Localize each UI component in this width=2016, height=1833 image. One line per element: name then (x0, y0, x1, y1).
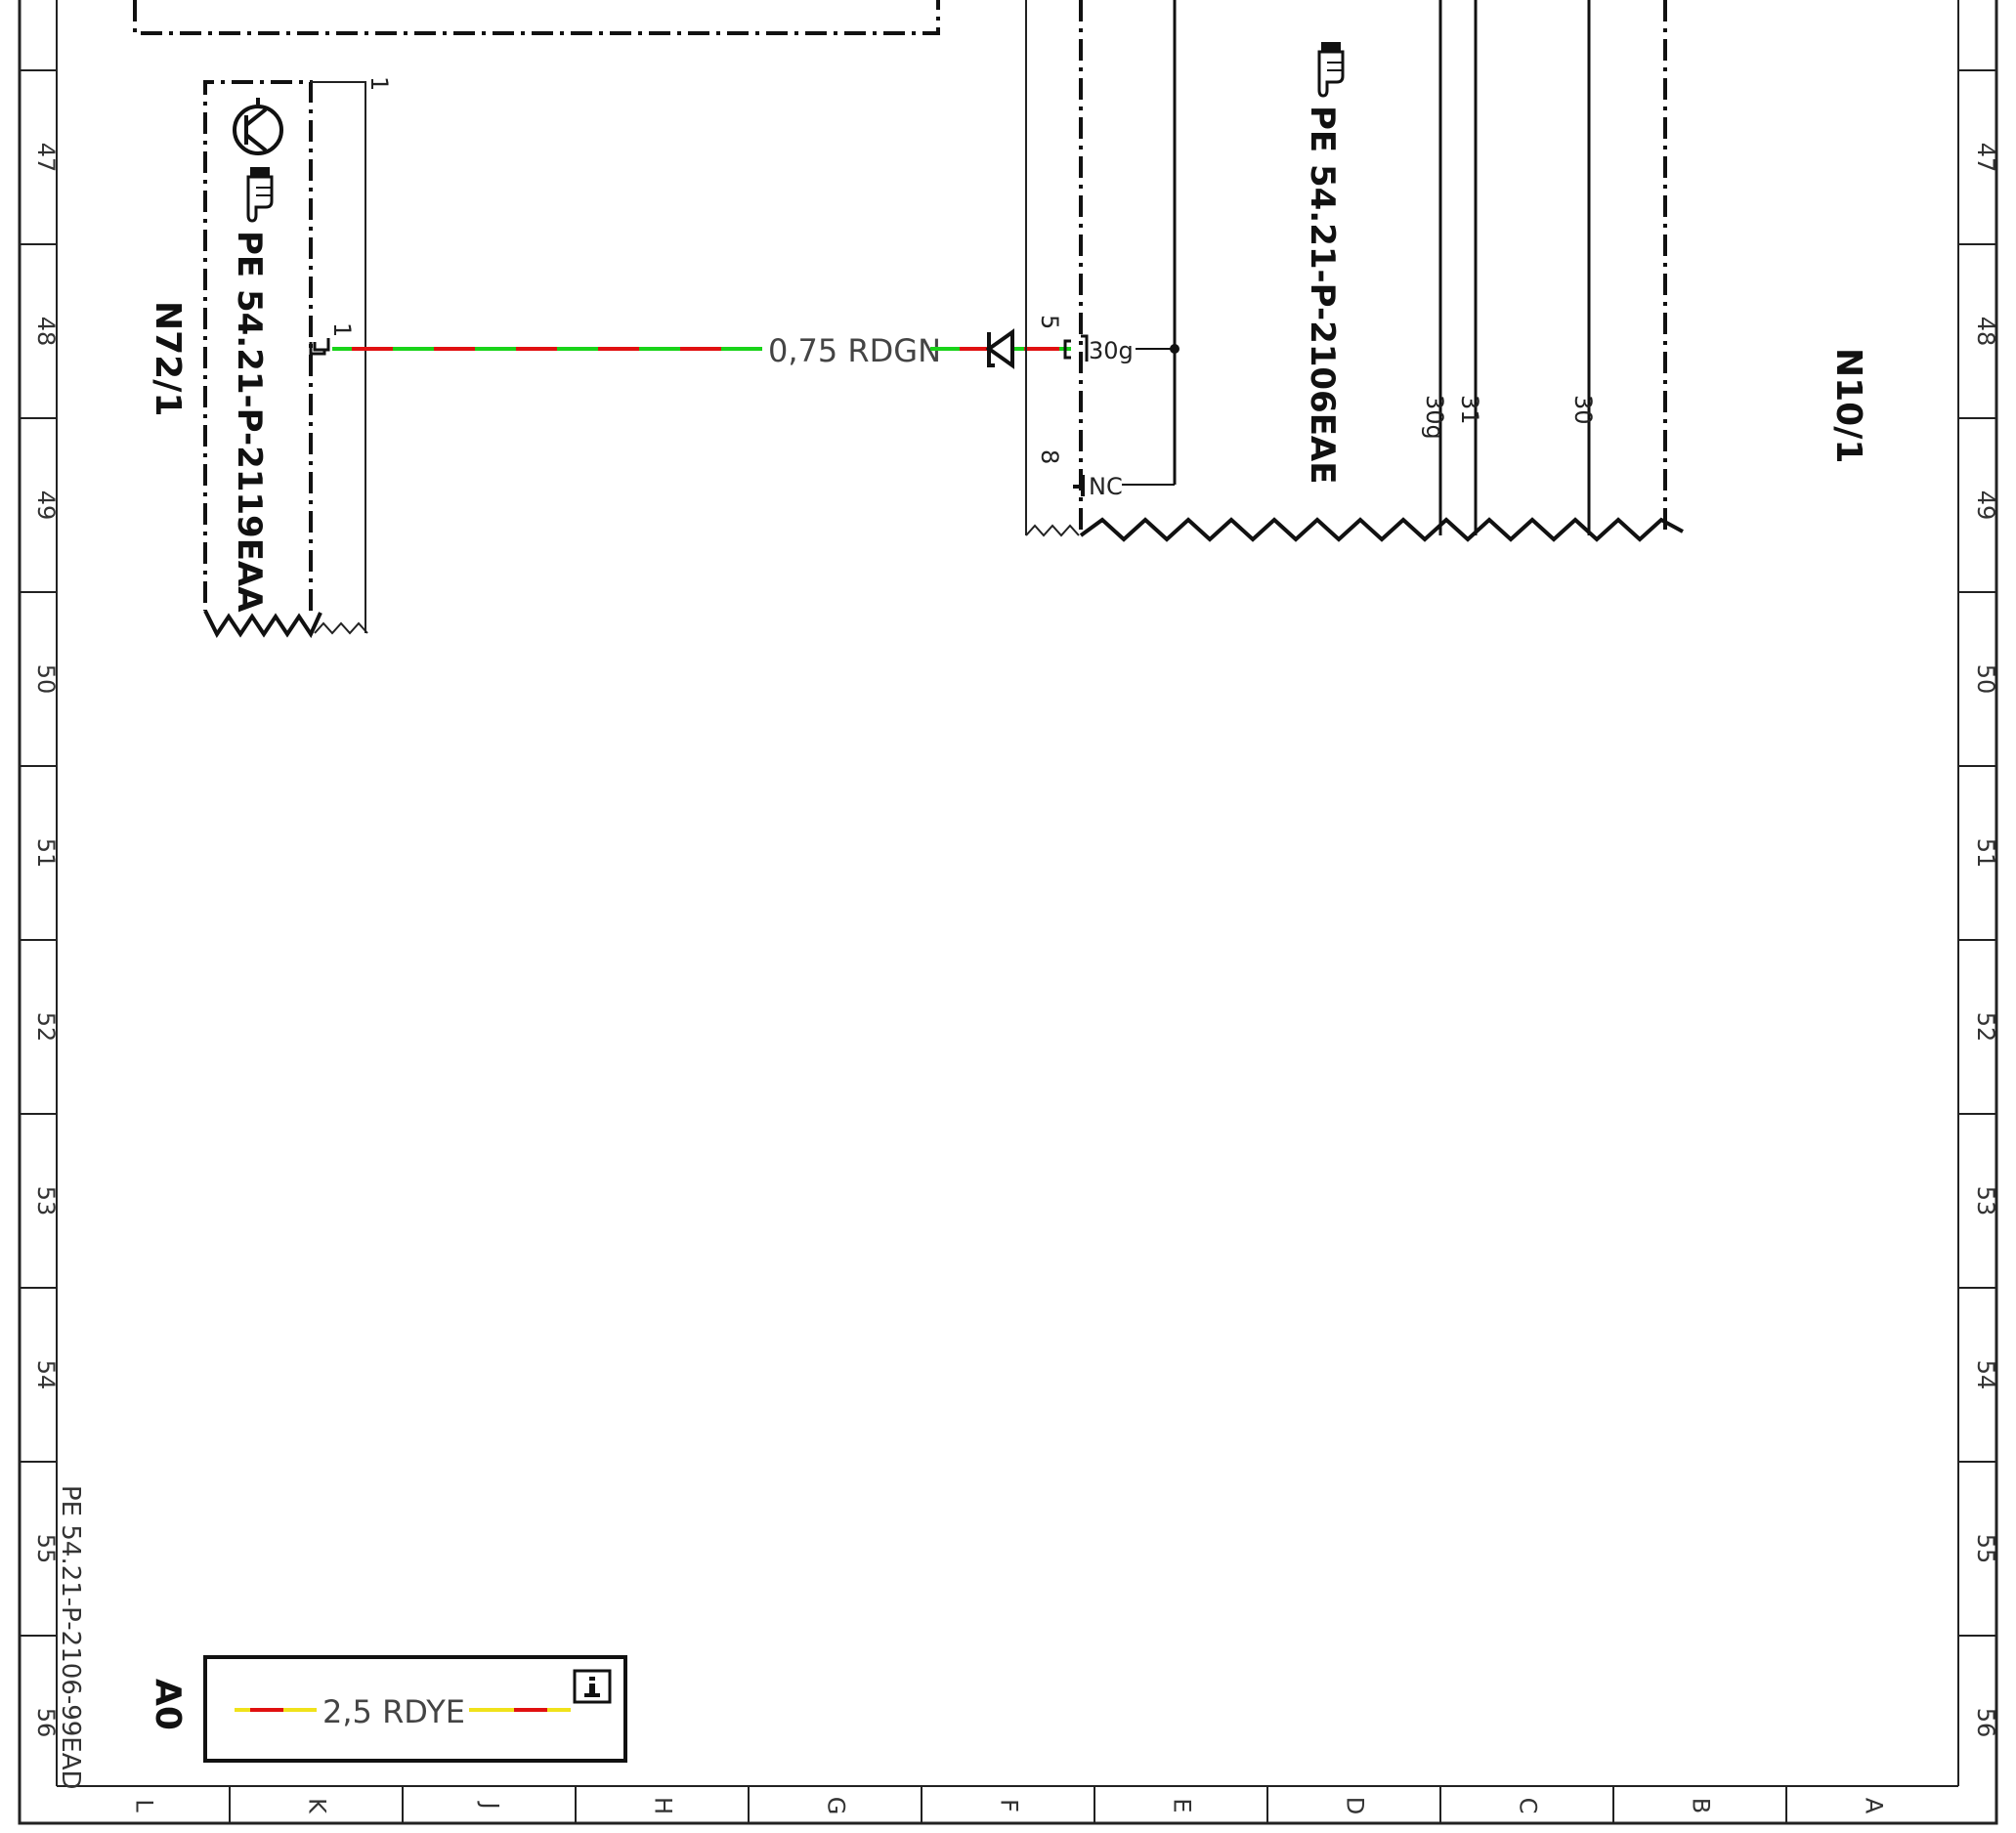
left-module-designation: N72/1 (148, 301, 188, 416)
left-connector-pin-top: 1 (365, 76, 393, 91)
column-label: H (650, 1797, 677, 1814)
left-connector-outline (311, 81, 366, 633)
row-label: 52 (32, 1012, 60, 1043)
row-label: 53 (32, 1186, 60, 1216)
column-label: J (477, 1800, 504, 1809)
right-connector-pin-5: 5 (1036, 315, 1063, 329)
left-module-break-line (203, 610, 322, 639)
right-control-module[interactable]: 5 8 30g NC PE 54.21-P-2106EAE 30g 31 30 … (1025, 0, 1868, 542)
row-label: 47 (1972, 143, 1999, 173)
column-label: D (1342, 1797, 1369, 1814)
transistor-icon (233, 98, 283, 155)
right-module-reference: PE 54.21-P-2106EAE (1303, 106, 1342, 484)
upper-component-box (133, 0, 940, 35)
column-label: K (304, 1798, 331, 1814)
column-label: F (996, 1799, 1023, 1812)
left-connector-pin-symbol (309, 338, 330, 356)
row-label: 49 (1972, 490, 1999, 521)
terminal-nc-label: NC (1089, 473, 1123, 500)
row-label: 51 (1972, 838, 1999, 869)
row-grid-ticks (20, 69, 1996, 1637)
row-label: 50 (32, 664, 60, 695)
document-reference: PE 54.21-P-2106-99EAD (56, 1485, 85, 1790)
sheet-frame (18, 0, 1998, 1825)
right-module-break-line (1079, 517, 1684, 542)
wire-rdgn-label: 0,75 RDGN (768, 332, 941, 369)
row-label: 53 (1972, 1186, 1999, 1216)
row-label: 47 (32, 143, 60, 173)
column-label: B (1688, 1798, 1715, 1813)
info-box-icon[interactable] (573, 1669, 612, 1704)
right-pin5-symbol (1063, 334, 1089, 362)
wire-legend[interactable]: 2,5 RDYE A0 (148, 1655, 627, 1763)
column-label: G (823, 1797, 850, 1815)
right-pin8-symbol (1073, 475, 1085, 496)
bus-30-label: 30 (1569, 395, 1597, 425)
row-label: 56 (32, 1708, 60, 1738)
right-connector-pin-8: 8 (1036, 449, 1063, 464)
row-label: 55 (1972, 1534, 1999, 1564)
row-label: 54 (32, 1360, 60, 1390)
row-label: 49 (32, 490, 60, 521)
column-label: L (131, 1799, 158, 1812)
legend-code: A0 (148, 1679, 188, 1730)
row-label: 56 (1972, 1708, 1999, 1738)
bus-30g-label: 30g (1421, 395, 1448, 440)
row-label: 50 (1972, 664, 1999, 695)
row-label: 51 (32, 838, 60, 869)
row-label: 54 (1972, 1360, 1999, 1390)
row-label: 52 (1972, 1012, 1999, 1043)
row-label: 48 (1972, 317, 1999, 347)
left-connector-pin-number: 1 (328, 322, 356, 337)
column-grid-ticks (229, 1786, 1787, 1823)
column-label: E (1169, 1798, 1196, 1812)
legend-wire-label: 2,5 RDYE (322, 1693, 465, 1730)
row-label: 48 (32, 317, 60, 347)
left-control-module[interactable]: 1 PE 54.21-P-2119EAA N72/1 1 (148, 76, 393, 639)
bus-31-label: 31 (1456, 395, 1483, 425)
row-label: 55 (32, 1534, 60, 1564)
column-label: C (1515, 1798, 1542, 1814)
left-module-reference: PE 54.21-P-2119EAA (230, 231, 269, 613)
plug-arrow-icon (985, 328, 1014, 369)
pointing-hand-icon (1317, 42, 1345, 98)
right-module-designation: N10/1 (1828, 348, 1868, 463)
right-connector-break-line (1025, 524, 1080, 537)
column-label: A (1861, 1798, 1888, 1814)
legend-box (203, 1655, 627, 1763)
wire-rdgn[interactable]: 0,75 RDGN (332, 328, 1071, 369)
pointing-hand-icon (246, 167, 274, 223)
terminal-30g-label: 30g (1089, 337, 1134, 364)
left-connector-break-line (314, 621, 368, 635)
